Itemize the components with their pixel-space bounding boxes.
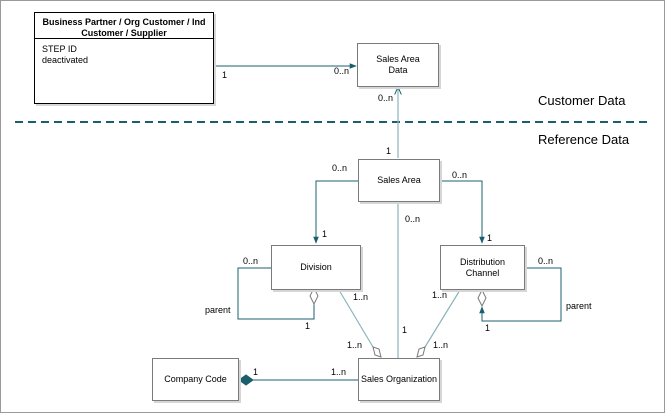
connector-distribution-channel-to-sales-organization xyxy=(424,289,461,348)
sales-org-right-diamond xyxy=(416,346,426,358)
multiplicity-sa-top: 1 xyxy=(386,146,392,156)
distribution-channel-aggregation-diamond xyxy=(477,288,487,308)
multiplicity-sa-bottom: 0..n xyxy=(405,214,421,224)
company-code-entity: Company Code xyxy=(152,358,239,401)
division-aggregation-diamond xyxy=(309,286,319,306)
business-partner-entity: Business Partner / Org Customer / Ind Cu… xyxy=(34,12,214,104)
distribution-channel-line2: Channel xyxy=(465,267,500,278)
multiplicity-sad-bottom: 0..n xyxy=(378,93,394,103)
multiplicity-so-center: 1 xyxy=(402,325,408,335)
section-reference-data: Reference Data xyxy=(538,132,630,147)
business-partner-attributes: STEP ID deactivated xyxy=(35,39,213,66)
distribution-channel-line1: Distribution xyxy=(459,256,506,267)
multiplicity-dc-self-one: 1 xyxy=(485,323,491,333)
sales-org-left-diamond xyxy=(372,346,382,358)
business-partner-title-line1: Business Partner / Org Customer / Ind xyxy=(42,17,206,27)
business-partner-attr-deactivated: deactivated xyxy=(42,55,89,65)
multiplicity-sa-left: 0..n xyxy=(332,163,348,173)
division-entity: Division xyxy=(271,245,361,290)
connector-sales-area-to-division xyxy=(313,180,358,244)
connector-division-parent xyxy=(237,267,317,320)
distribution-channel-entity: Distribution Channel xyxy=(440,245,525,290)
sales-organization-entity: Sales Organization xyxy=(358,358,440,401)
multiplicity-cc-one: 1 xyxy=(253,367,259,377)
role-label-division-parent: parent xyxy=(205,305,231,315)
multiplicity-div-top: 1 xyxy=(322,229,328,239)
multiplicity-sa-right: 0..n xyxy=(452,170,468,180)
business-partner-title: Business Partner / Org Customer / Ind Cu… xyxy=(35,13,213,39)
multiplicity-div-self-one: 1 xyxy=(305,321,311,331)
sales-area-label: Sales Area xyxy=(377,175,421,185)
division-label: Division xyxy=(300,262,332,272)
multiplicity-div-self: 0..n xyxy=(243,256,259,266)
multiplicity-bp-one: 1 xyxy=(222,70,228,80)
multiplicity-so-cc: 1..n xyxy=(331,367,347,377)
sales-area-data-line2: Data xyxy=(388,65,408,75)
multiplicity-dc-left: 1..n xyxy=(432,290,448,300)
connector-distribution-channel-parent xyxy=(479,267,562,322)
business-partner-attr-step-id: STEP ID xyxy=(42,44,77,54)
multiplicity-bp-to-sad: 0..n xyxy=(334,66,350,76)
multiplicity-so-right: 1..n xyxy=(433,340,449,350)
connector-division-to-sales-organization xyxy=(338,289,374,348)
multiplicity-dc-top: 1 xyxy=(487,233,493,243)
business-partner-title-line2: Customer / Supplier xyxy=(81,28,167,38)
company-code-composition-diamond xyxy=(238,374,254,386)
company-code-label: Company Code xyxy=(164,374,227,384)
sales-area-entity: Sales Area xyxy=(358,159,440,202)
role-label-distribution-channel-parent: parent xyxy=(566,301,592,311)
multiplicity-dc-self: 0..n xyxy=(538,256,554,266)
connector-sales-area-to-distribution-channel xyxy=(439,180,485,244)
sales-organization-label: Sales Organization xyxy=(360,374,438,384)
sales-area-data-line1: Sales Area xyxy=(376,54,420,64)
sales-area-data-entity: Sales Area Data xyxy=(357,43,439,87)
section-customer-data: Customer Data xyxy=(538,93,626,108)
multiplicity-so-left: 1..n xyxy=(347,340,363,350)
multiplicity-div-right: 1..n xyxy=(353,292,369,302)
